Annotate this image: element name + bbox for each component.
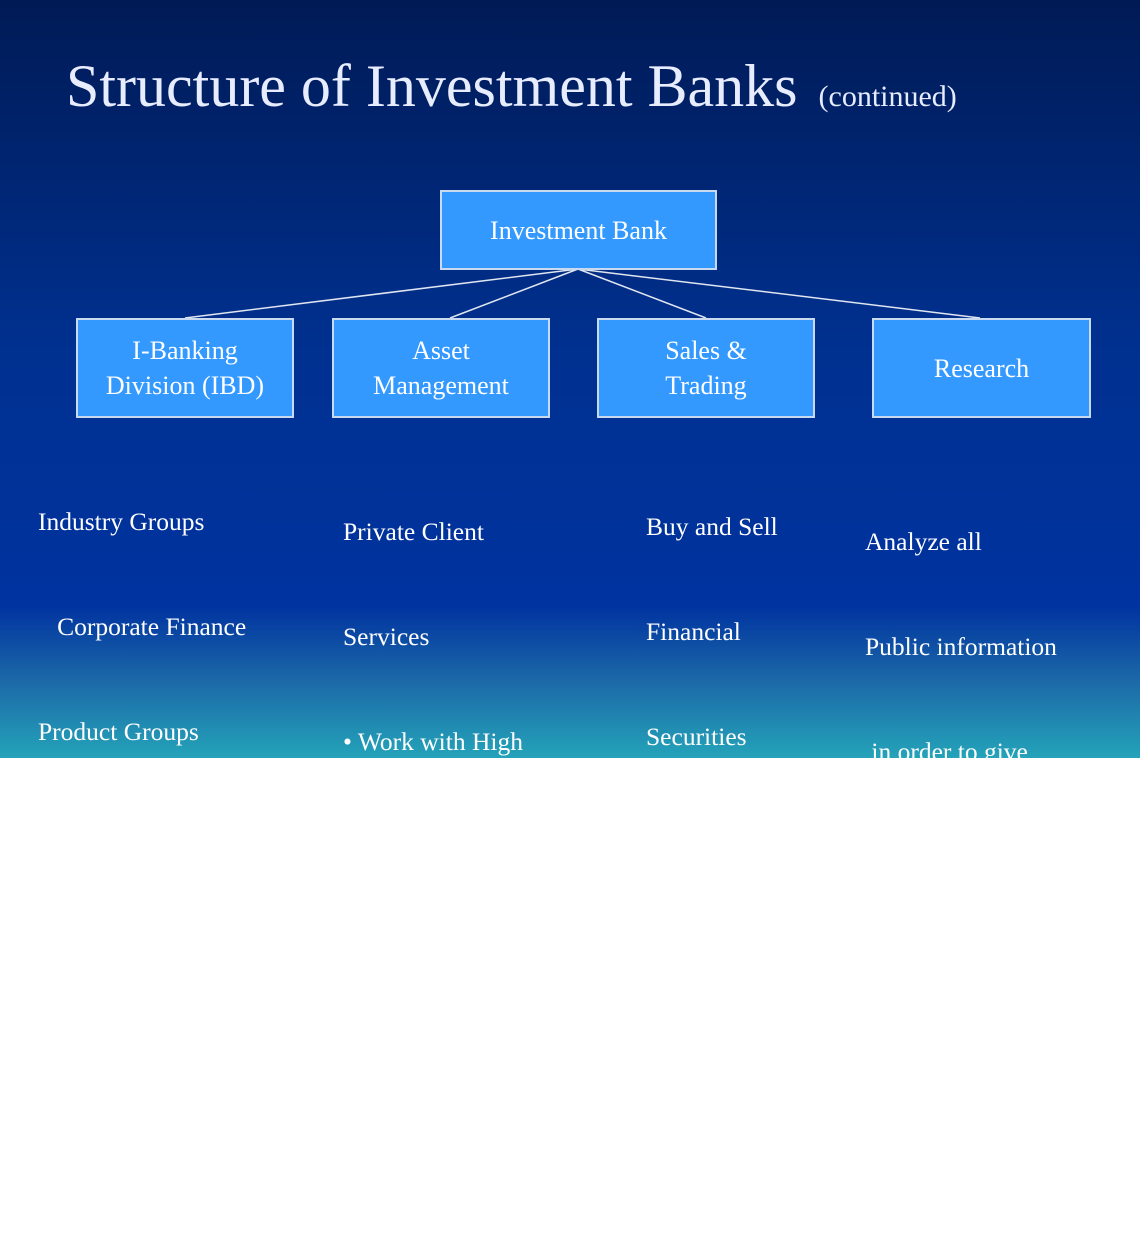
title-text: Structure of Investment Banks <box>66 53 798 119</box>
box-sales-trading: Sales & Trading <box>597 318 815 418</box>
box-label: Trading <box>665 371 747 400</box>
detail-line: Financial <box>646 617 741 646</box>
detail-line: Debt Capital Markets <box>38 1032 277 1061</box>
detail-line: High Yield <box>38 927 169 956</box>
connector-research <box>577 268 981 319</box>
detail-line: Corporate Finance <box>38 612 247 641</box>
box-label: Investment Bank <box>490 215 667 245</box>
detail-line: Private Client <box>343 517 484 546</box>
ibd-details: Industry Groups Corporate Finance Produc… <box>38 434 295 1239</box>
detail-line: Product Groups <box>38 717 199 746</box>
detail-line: Services <box>343 622 430 651</box>
connector-lines <box>184 268 981 319</box>
detail-line: and Derivatives <box>646 827 807 856</box>
asset-details: Private Client Services • Work with High… <box>343 444 570 934</box>
detail-line: Public information <box>865 632 1057 661</box>
detail-line: Buy and Sell <box>646 512 778 541</box>
box-label: Division (IBD) <box>105 371 265 400</box>
research-details: Analyze all Public information in order … <box>865 454 1057 1259</box>
detail-line: Industry Groups <box>38 507 205 536</box>
box-investment-bank: Investment Bank <box>440 190 717 270</box>
connector-sales <box>577 268 707 319</box>
connector-ibd <box>184 268 579 319</box>
detail-line: Analyze all <box>865 527 982 556</box>
box-label: Management <box>373 371 509 400</box>
box-label: Asset <box>412 336 470 365</box>
slide: Structure of Investment Banks (continued… <box>0 0 1140 758</box>
box-label: Sales & <box>665 336 747 365</box>
detail-line: in order to give <box>865 737 1028 766</box>
detail-line: sales and trading <box>865 1052 1037 1081</box>
slide-title: Structure of Investment Banks (continued… <box>66 52 957 121</box>
detail-line: group <box>865 1157 925 1186</box>
detail-line: investors and <box>865 947 1007 976</box>
detail-line: • Work with High <box>343 727 523 756</box>
sales-details: Buy and Sell Financial Securities and De… <box>646 439 807 929</box>
box-label: Research <box>933 353 1030 383</box>
detail-line: Net Worth Individuals <box>343 832 570 861</box>
detail-line: M&A <box>38 822 119 851</box>
box-research: Research <box>872 318 1091 418</box>
detail-line: Equity Capital Markets <box>38 1137 296 1166</box>
box-label: I-Banking <box>132 336 238 365</box>
detail-line: Securities <box>646 722 747 751</box>
detail-line: advice to <box>865 842 958 871</box>
connector-asset <box>449 268 579 319</box>
title-subtitle: (continued) <box>818 80 957 113</box>
